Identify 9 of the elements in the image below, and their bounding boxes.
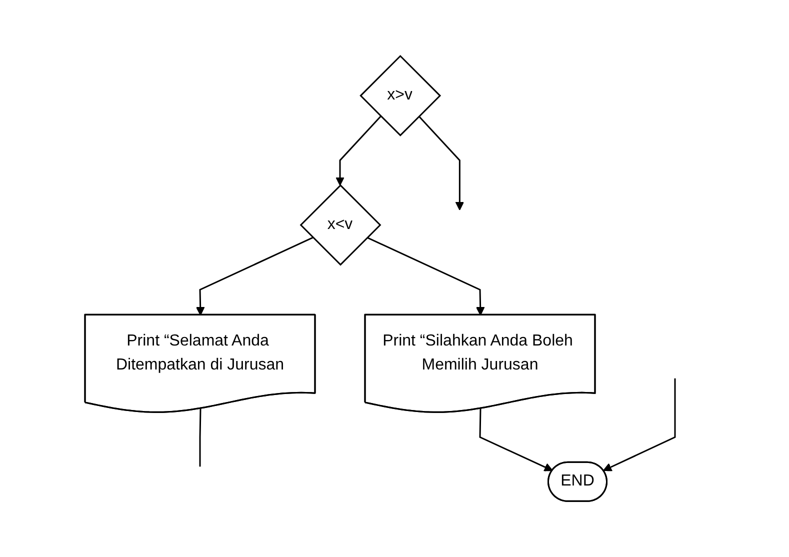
connector [198,408,201,467]
arrow [478,408,552,472]
node-diamond: x<v [299,184,381,266]
arrow [195,236,313,316]
arrow [366,236,484,316]
arrow [418,116,464,210]
node-diamond: x>v [359,54,441,136]
arrow [335,116,381,186]
arrow [602,378,676,472]
